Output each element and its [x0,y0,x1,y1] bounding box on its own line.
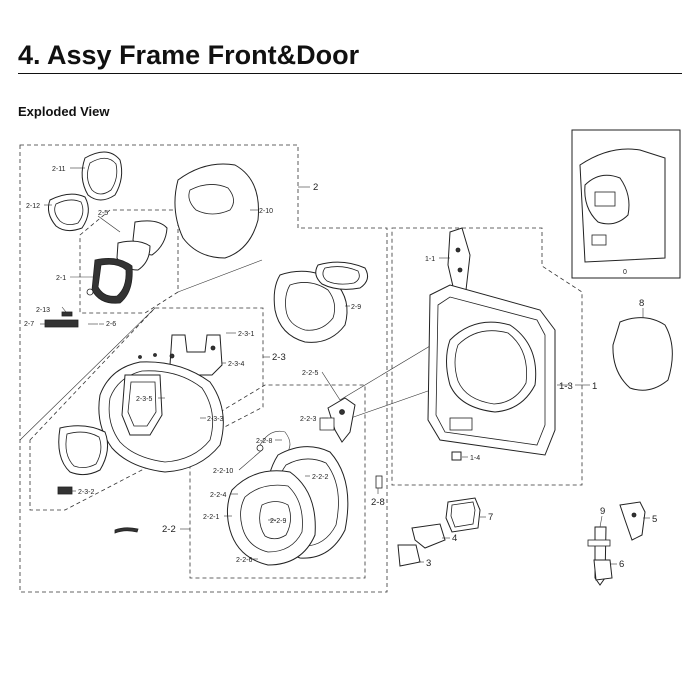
label-2-6: 2-6 [106,321,116,328]
part-2-2-3 [327,397,356,443]
label-2-2-8: 2-2-8 [256,438,272,445]
explosion-line [177,259,263,293]
assy-2-2-outline [189,384,366,579]
label-2-2-3: 2-2-3 [300,416,316,423]
label-2-2-9: 2-2-9 [270,518,286,525]
part-2-3-2 [65,431,102,468]
label-3: 3 [426,558,431,569]
assy-2-outline [19,144,388,593]
label-2-5: 2-5 [98,210,108,217]
label-2-9: 2-9 [351,304,361,311]
label-2-1: 2-1 [56,275,66,282]
label-9: 9 [600,506,605,517]
label-2-7: 2-7 [24,321,34,328]
label-2: 2 [313,182,318,193]
label-2-3-3: 2-3-3 [207,416,223,423]
label-8: 8 [639,298,644,309]
title-divider [18,73,682,74]
label-4: 4 [452,533,457,544]
label-2-2-5: 2-2-5 [302,370,318,377]
part-1-4 [451,451,462,461]
part-2-1 [97,263,127,297]
part-2-1-screw [86,288,94,296]
part-4 [411,523,446,549]
label-2-2-2: 2-2-2 [312,474,328,481]
part-2-7 [44,319,79,328]
part-2-2-10 [259,431,291,456]
label-2-3-2: 2-3-2 [78,489,94,496]
inset-box [571,129,681,279]
part-8 [612,317,673,391]
hinge-part [114,527,139,534]
part-2-8 [375,475,383,489]
label-2-3-1: 2-3-1 [238,331,254,338]
label-2-8: 2-8 [371,497,385,508]
assy-1-outline [391,227,583,486]
label-1-3: 1-3 [559,381,573,392]
part-2-13 [61,311,73,317]
label-0: 0 [623,269,627,276]
assy-2-3-outline [29,307,264,511]
label-1: 1 [592,381,597,392]
section-subtitle: Exploded View [18,104,110,119]
explosion-line [19,307,156,441]
part-1-3-panel [449,417,473,431]
part-3 [397,544,421,567]
label-7: 7 [488,512,493,523]
label-5: 5 [652,514,657,525]
label-2-2: 2-2 [162,524,176,535]
label-6: 6 [619,559,624,570]
part-2-2-5 [319,417,335,431]
label-2-2-1: 2-2-1 [203,514,219,521]
part-2-9 [285,282,336,331]
part-2-10 [188,184,234,215]
label-1-4: 1-4 [470,455,480,462]
part-6 [593,559,613,581]
page-title: 4. Assy Frame Front&Door [18,40,360,70]
part-7 [450,501,476,528]
explosion-line [339,339,441,401]
part-1-3-door-opening [454,330,527,405]
label-2-10: 2-10 [259,208,273,215]
label-2-11: 2-11 [52,166,66,173]
label-2-13: 2-13 [36,307,50,314]
label-2-3-4: 2-3-4 [228,361,244,368]
label-2-2-10: 2-2-10 [213,468,233,475]
part-2-9 [322,266,360,285]
label-2-3: 2-3 [272,352,286,363]
part-2-3-5 [127,381,157,427]
label-2-2-6: 2-2-6 [236,557,252,564]
label-2-12: 2-12 [26,203,40,210]
label-2-2-4: 2-2-4 [210,492,226,499]
part-2-12 [54,199,84,225]
part-5 [619,501,646,541]
part-2-11 [87,157,118,195]
label-2-3-5: 2-3-5 [136,396,152,403]
part-2-3-2 [57,486,73,495]
label-1-1: 1-1 [425,256,435,263]
